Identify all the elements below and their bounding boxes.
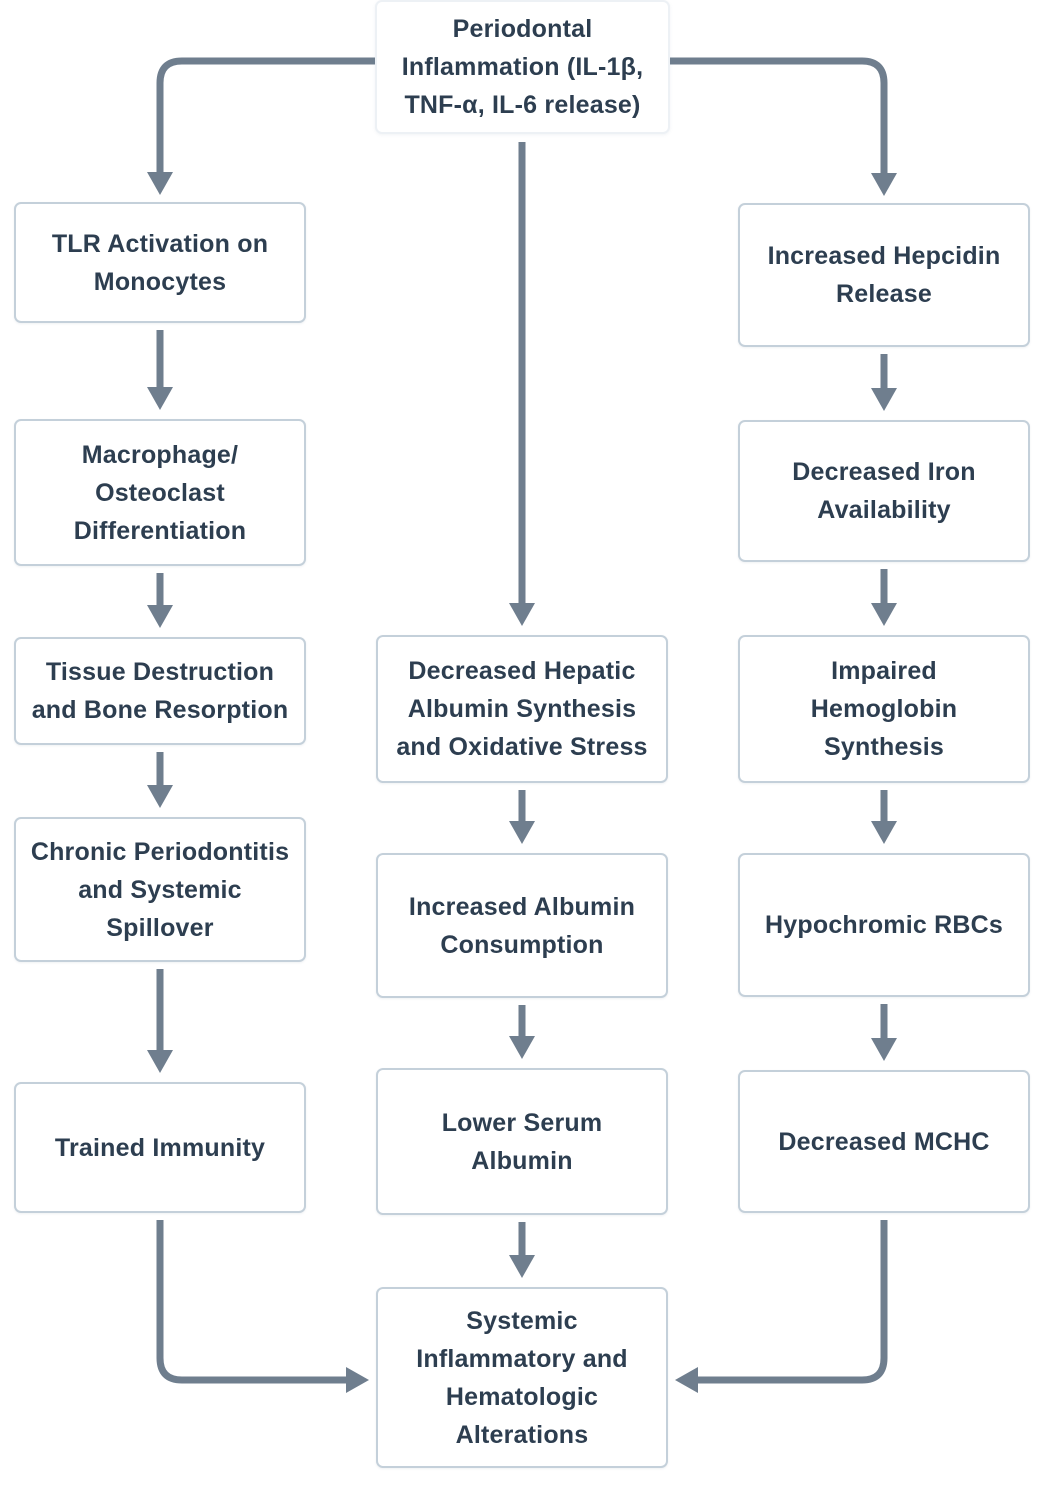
- node-decreased-hepatic-albumin-label: Decreased Hepatic Albumin Synthesis and …: [396, 657, 648, 761]
- node-tlr-activation-label: TLR Activation on Monocytes: [51, 229, 269, 296]
- node-macrophage-osteoclast: Macrophage/ Osteoclast Differentiation: [14, 419, 306, 566]
- node-decreased-mchc: Decreased MCHC: [738, 1070, 1030, 1213]
- node-decreased-mchc-label: Decreased MCHC: [778, 1127, 990, 1156]
- node-increased-albumin-consumption: Increased Albumin Consumption: [376, 853, 668, 998]
- node-lower-serum-albumin-label: Lower Serum Albumin: [441, 1108, 603, 1175]
- node-trained-immunity-label: Trained Immunity: [54, 1133, 266, 1162]
- node-tissue-destruction: Tissue Destruction and Bone Resorption: [14, 637, 306, 745]
- edge-mchc-to-systemic: [675, 1220, 888, 1393]
- node-hypochromic-rbcs-label: Hypochromic RBCs: [765, 911, 1003, 939]
- node-chronic-periodontitis: Chronic Periodontitis and Systemic Spill…: [14, 817, 306, 962]
- node-systemic-alterations-label: Systemic Inflammatory and Hematologic Al…: [416, 1306, 628, 1449]
- node-macrophage-osteoclast-label: Macrophage/ Osteoclast Differentiation: [73, 440, 247, 545]
- node-increased-hepcidin-label: Increased Hepcidin Release: [767, 242, 1001, 308]
- edge-periodontal-to-tlr: [147, 57, 376, 195]
- node-decreased-iron: Decreased Iron Availability: [738, 420, 1030, 562]
- node-tissue-destruction-label: Tissue Destruction and Bone Resorption: [31, 658, 289, 724]
- node-trained-immunity: Trained Immunity: [14, 1082, 306, 1213]
- node-systemic-alterations: Systemic Inflammatory and Hematologic Al…: [376, 1287, 668, 1468]
- node-lower-serum-albumin: Lower Serum Albumin: [376, 1068, 668, 1215]
- node-increased-hepcidin: Increased Hepcidin Release: [738, 203, 1030, 347]
- node-decreased-hepatic-albumin: Decreased Hepatic Albumin Synthesis and …: [376, 635, 668, 783]
- edge-trained-to-systemic: [156, 1220, 369, 1393]
- node-decreased-iron-label: Decreased Iron Availability: [792, 458, 976, 524]
- node-tlr-activation: TLR Activation on Monocytes: [14, 202, 306, 323]
- node-impaired-hemoglobin: Impaired Hemoglobin Synthesis: [738, 635, 1030, 783]
- edge-periodontal-to-hepcidin: [668, 57, 897, 196]
- node-chronic-periodontitis-label: Chronic Periodontitis and Systemic Spill…: [30, 837, 290, 942]
- node-increased-albumin-consumption-label: Increased Albumin Consumption: [408, 892, 636, 959]
- node-periodontal-inflammation: Periodontal Inflammation (IL-1β, TNF-α, …: [375, 0, 670, 134]
- node-hypochromic-rbcs: Hypochromic RBCs: [738, 853, 1030, 997]
- node-impaired-hemoglobin-label: Impaired Hemoglobin Synthesis: [810, 657, 958, 761]
- node-periodontal-inflammation-label: Periodontal Inflammation (IL-1β, TNF-α, …: [401, 15, 644, 119]
